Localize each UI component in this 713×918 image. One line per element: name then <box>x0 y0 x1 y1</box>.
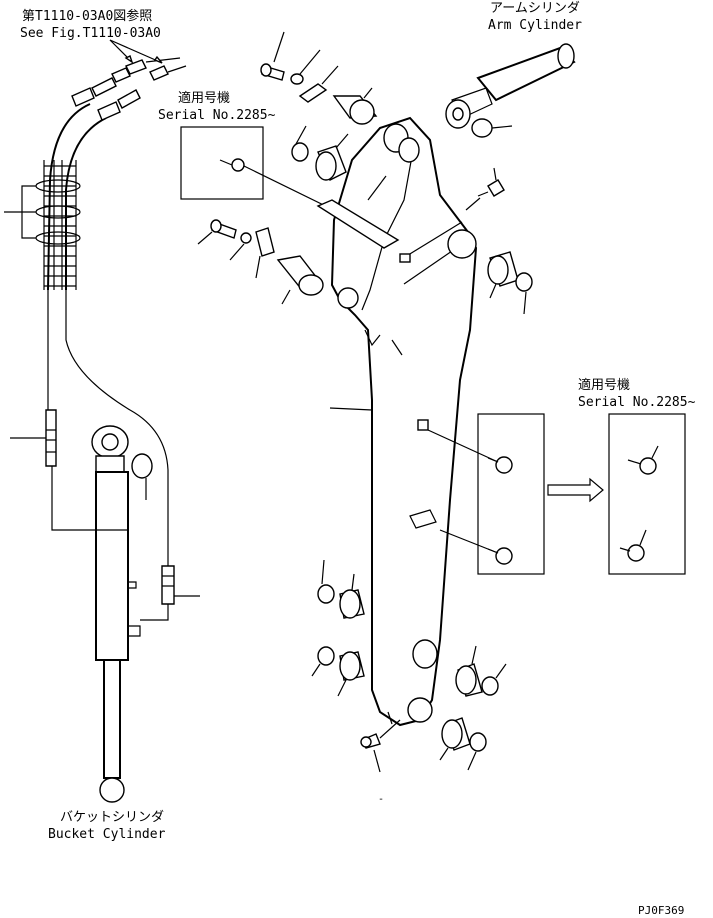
arrow-right-icon <box>547 477 604 503</box>
leader-pin-middle <box>281 289 291 305</box>
key-block <box>399 253 411 263</box>
arm-cylinder-label-jp: アームシリンダ <box>490 1 580 16</box>
arm-cylinder <box>445 43 576 129</box>
washer-lower-right-2 <box>469 732 487 752</box>
bucket-cylinder <box>91 425 141 803</box>
leader-bushing-lower-right-2 <box>439 747 449 761</box>
grease-fitting-right-lower <box>619 529 647 562</box>
washer-right-upper <box>515 272 533 292</box>
leader-bushing-lower-right-1 <box>471 645 477 665</box>
key-plate <box>316 199 400 249</box>
leader-washer-middle <box>229 243 245 261</box>
leader-bushing-top <box>335 133 349 149</box>
leader-bolt-middle <box>197 231 213 245</box>
leader-grease-fitting-top <box>493 167 497 181</box>
arm-cylinder-label-en: Arm Cylinder <box>488 18 582 33</box>
leader-lock-plate-top <box>321 65 339 85</box>
serial-note-right-en: Serial No.2285~ <box>578 395 696 410</box>
lock-plate-top <box>298 83 328 103</box>
leader-arm-cylinder-washer <box>491 125 513 129</box>
leader-washer-lower-left-1 <box>321 559 325 585</box>
hose-clamps <box>35 179 81 245</box>
leader-washer-top <box>299 49 321 75</box>
leader-washer-lower-right-1 <box>495 663 507 679</box>
washer-lower-left-2 <box>317 646 335 666</box>
bolt-bottom <box>360 733 381 749</box>
washer-bucket-cylinder <box>131 453 153 479</box>
leader-bolt-top <box>273 31 285 63</box>
washer-pin-top <box>291 142 309 162</box>
leader-washer-right-upper <box>523 291 527 315</box>
reference-note-jp: 第T1110-03A0図参照 <box>22 8 152 24</box>
serial-inset-box-upper <box>180 126 264 200</box>
stray-mark: - <box>378 794 384 805</box>
bushing-lower-left-2 <box>339 651 365 681</box>
leader-bushing-lower-left-2 <box>337 679 347 697</box>
lock-plate-middle <box>255 227 275 257</box>
leader-pin-top <box>363 87 373 99</box>
grease-fitting-right-upper <box>627 445 659 475</box>
leader-washer-pin-top <box>295 125 307 145</box>
hose-grease-top <box>465 197 481 211</box>
bushing-lower-right-2 <box>441 717 471 751</box>
bushing-lower-left-1 <box>339 589 365 619</box>
bushing-lower-right-1 <box>455 663 483 697</box>
pin-middle <box>276 255 324 296</box>
washer-arm-cylinder <box>471 118 493 138</box>
hose-fittings-top <box>71 57 187 121</box>
reference-note-en: See Fig.T1110-03A0 <box>20 26 161 41</box>
grease-fitting-top <box>477 179 505 197</box>
pin-top <box>332 95 378 125</box>
serial-note-upper-en: Serial No.2285~ <box>158 108 276 123</box>
serial-inset-box-original <box>477 413 545 575</box>
bottom-bolt-guide <box>379 719 401 739</box>
bolt-top <box>260 63 285 81</box>
grease-fitting-inset-upper <box>427 429 513 474</box>
leader-bushing-right-upper <box>489 283 497 299</box>
leader-bushing-lower-left-1 <box>351 573 355 591</box>
bucket-cylinder-label-en: Bucket Cylinder <box>48 827 166 842</box>
bolt-middle <box>210 219 237 239</box>
serial-inset-box-right <box>608 413 686 575</box>
bushing-top <box>315 145 347 181</box>
bushing-right-upper <box>487 251 519 287</box>
leader-washer-lower-left-2 <box>311 663 321 677</box>
bracket-hose-clamps <box>4 185 36 239</box>
leader-lock-plate-middle <box>255 255 261 279</box>
hose-assembly <box>45 103 175 621</box>
bucket-cylinder-label-jp: バケットシリンダ <box>60 810 164 825</box>
grease-fitting-inset-lower <box>439 529 513 565</box>
leader-bolt-bottom <box>373 749 381 773</box>
serial-note-upper-jp: 適用号機 <box>178 90 230 106</box>
leader-washer-lower-right-2 <box>467 751 477 771</box>
washer-top <box>290 73 304 85</box>
reference-arrows <box>109 39 163 64</box>
drawing-code: PJ0F369 <box>638 904 684 917</box>
washer-lower-left-1 <box>317 584 335 604</box>
arm-body <box>330 116 478 727</box>
leader-arm <box>329 407 373 411</box>
spiral-guard <box>43 160 77 290</box>
serial-note-right-jp: 適用号機 <box>578 377 630 393</box>
washer-middle <box>240 232 252 244</box>
washer-lower-right-1 <box>481 676 499 696</box>
